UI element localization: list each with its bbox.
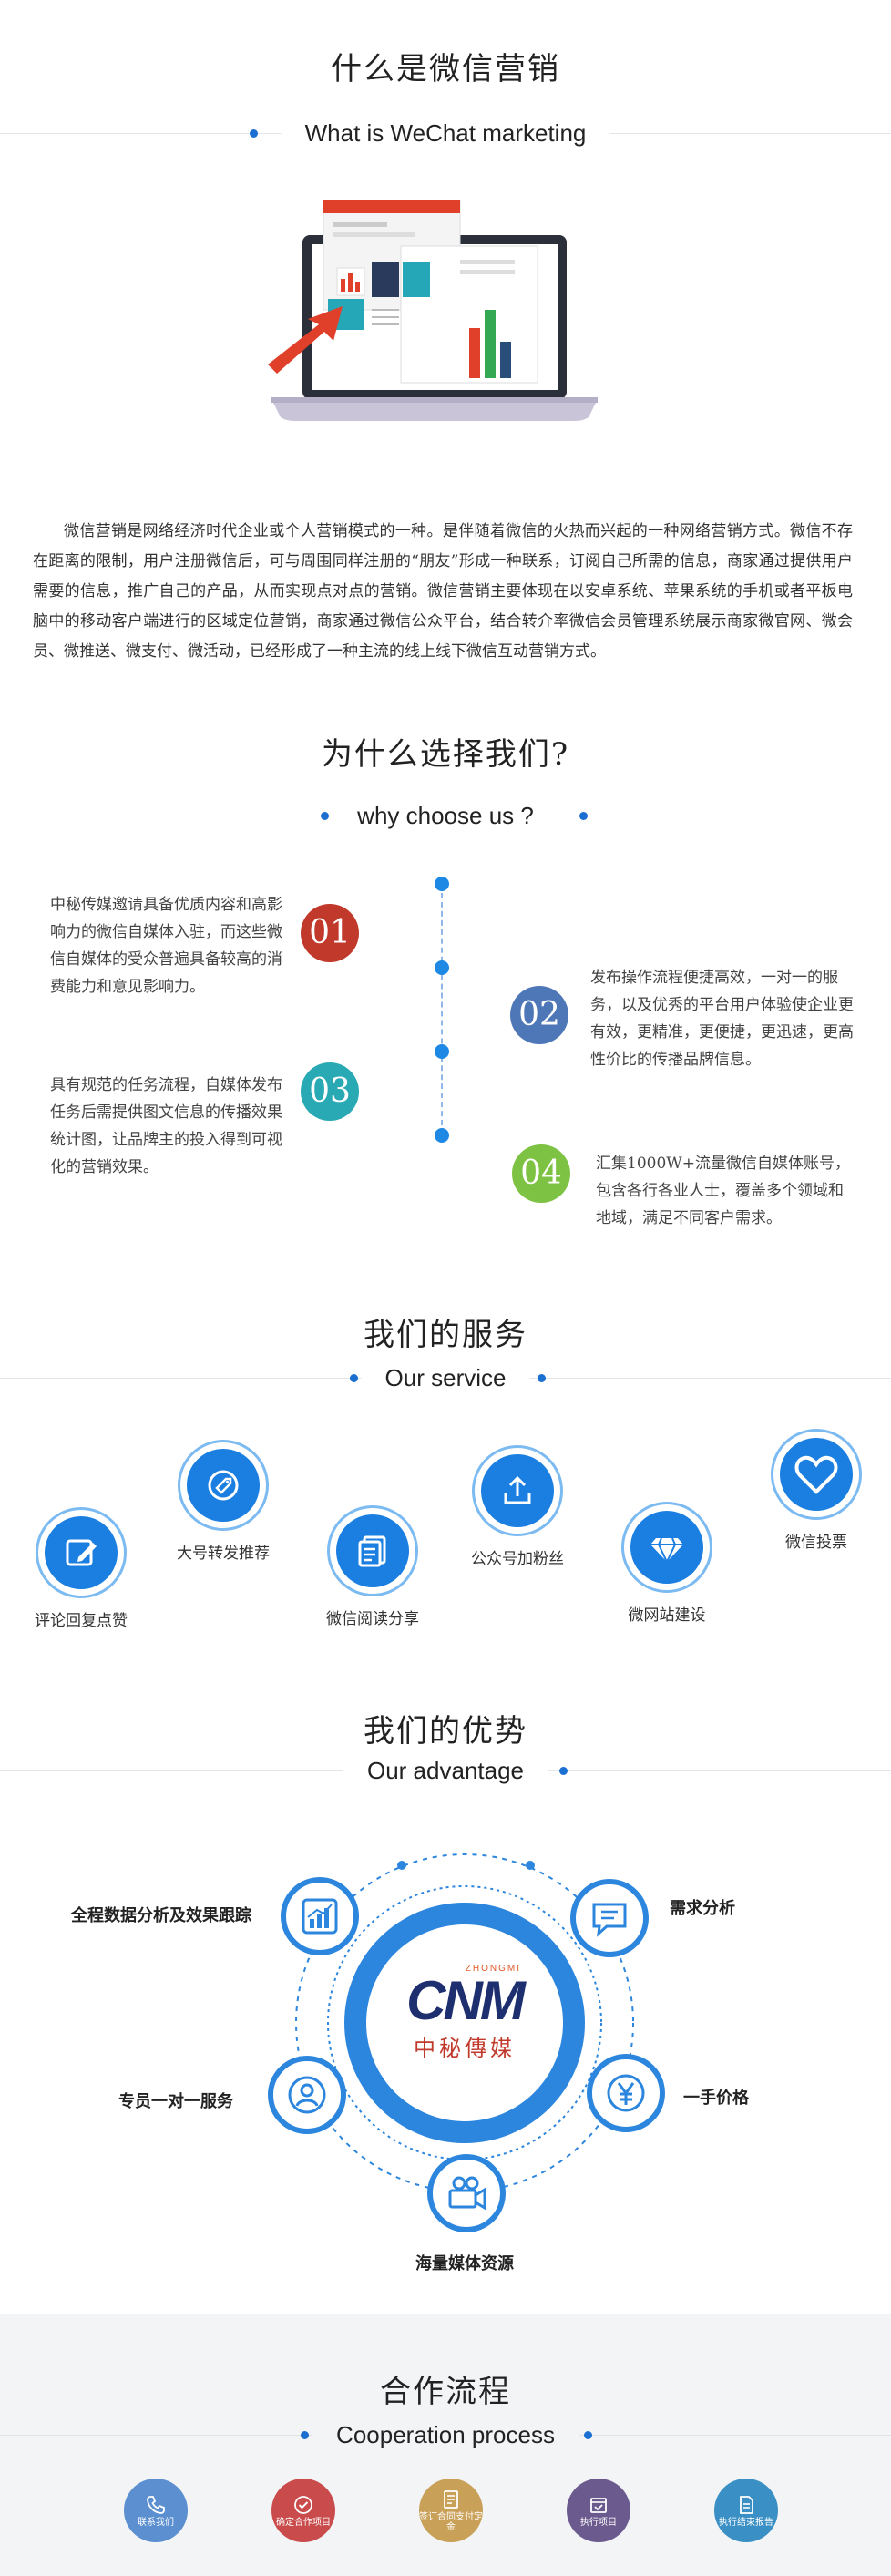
advantage-section-title: 我们的优势 bbox=[364, 1713, 527, 1750]
why-number-badge: 04 bbox=[512, 1144, 570, 1203]
upload-icon bbox=[504, 1475, 531, 1504]
cnm-logo: ZHONGMI CNM 中秘傳媒 bbox=[406, 1964, 526, 2061]
contract-icon bbox=[444, 2490, 458, 2509]
advantage-icon bbox=[570, 1879, 649, 1957]
advantage-icon bbox=[427, 2154, 506, 2232]
chart-icon bbox=[302, 1898, 338, 1935]
timeline-dot bbox=[435, 1044, 449, 1059]
cooperation-step: 联系我们 bbox=[124, 2479, 188, 2542]
tag-icon bbox=[208, 1470, 239, 1501]
why-number-badge: 03 bbox=[301, 1062, 359, 1121]
calendar-icon bbox=[590, 2497, 607, 2513]
video-camera-icon bbox=[448, 2176, 486, 2211]
cooperation-step: 执行项目 bbox=[567, 2479, 630, 2542]
advantage-icon bbox=[587, 2054, 665, 2132]
service-item[interactable]: 微信阅读分享 bbox=[313, 1505, 432, 1628]
service-section-title: 我们的服务 bbox=[364, 1317, 527, 1353]
advantage-diagram bbox=[273, 1850, 656, 2232]
user-icon bbox=[288, 2076, 326, 2114]
diamond-icon bbox=[650, 1537, 683, 1565]
service-label: 微信投票 bbox=[785, 1534, 847, 1552]
advantage-label: 一手价格 bbox=[683, 2089, 749, 2108]
service-item[interactable]: 微网站建设 bbox=[608, 1502, 726, 1625]
chat-icon bbox=[592, 1903, 627, 1937]
advantage-label: 海量媒体资源 bbox=[415, 2254, 514, 2273]
document-icon bbox=[358, 1535, 386, 1567]
heart-icon bbox=[794, 1455, 838, 1494]
wechat-description: 微信营销是网络经济时代企业或个人营销模式的一种。是伴随着微信的火热而兴起的一种网… bbox=[33, 522, 853, 661]
why-number-badge: 01 bbox=[301, 904, 359, 962]
yen-icon bbox=[607, 2074, 645, 2112]
wechat-section-subtitle: What is WeChat marketing bbox=[0, 119, 891, 147]
service-item[interactable]: 微信投票 bbox=[757, 1429, 876, 1552]
service-section-subtitle: Our service bbox=[0, 1364, 891, 1391]
why-section-title: 为什么选择我们? bbox=[321, 736, 570, 773]
why-item-text: 中秘传媒邀请具备优质内容和高影响力的微信自媒体入驻，而这些微信自媒体的受众普遍具… bbox=[50, 896, 282, 996]
cooperation-step: 签订合同支付定金 bbox=[419, 2479, 483, 2542]
why-number-badge: 02 bbox=[510, 986, 568, 1044]
service-label: 微信阅读分享 bbox=[326, 1610, 419, 1628]
why-item-text: 具有规范的任务流程，自媒体发布任务后需提供图文信息的传播效果统计图，让品牌主的投… bbox=[50, 1076, 282, 1176]
laptop-illustration bbox=[264, 191, 610, 437]
advantage-label: 专员一对一服务 bbox=[118, 2092, 233, 2111]
edit-icon bbox=[66, 1539, 97, 1566]
timeline-dot bbox=[435, 960, 449, 975]
service-item[interactable]: 公众号加粉丝 bbox=[458, 1445, 577, 1568]
why-section-subtitle: why choose us ? bbox=[0, 802, 891, 829]
why-item-text: 发布操作流程便捷高效，一对一的服务，以及优秀的平台用户体验使企业更有效，更精准，… bbox=[590, 969, 854, 1069]
cooperation-section-subtitle: Cooperation process bbox=[0, 2421, 891, 2448]
service-label: 微网站建设 bbox=[628, 1606, 706, 1625]
cooperation-section-title: 合作流程 bbox=[380, 2374, 511, 2410]
phone-icon bbox=[147, 2495, 165, 2514]
service-label: 大号转发推荐 bbox=[177, 1545, 270, 1563]
cooperation-step: 执行结束报告 bbox=[714, 2479, 778, 2542]
timeline-line bbox=[441, 884, 443, 1134]
advantage-section-subtitle: Our advantage bbox=[0, 1757, 891, 1784]
check-icon bbox=[294, 2495, 312, 2514]
service-item[interactable]: 大号转发推荐 bbox=[164, 1440, 282, 1563]
advantage-label: 全程数据分析及效果跟踪 bbox=[71, 1906, 251, 1925]
service-label: 评论回复点赞 bbox=[35, 1612, 128, 1630]
wechat-section-title: 什么是微信营销 bbox=[331, 51, 560, 87]
timeline-dot bbox=[435, 1128, 449, 1143]
advantage-icon bbox=[281, 1877, 359, 1955]
advantage-label: 需求分析 bbox=[670, 1899, 735, 1918]
advantage-icon bbox=[268, 2056, 346, 2134]
service-label: 公众号加粉丝 bbox=[471, 1550, 564, 1568]
why-item-text: 汇集1000W+流量微信自媒体账号，包含各行各业人士，覆盖多个领域和地域，满足不… bbox=[596, 1155, 850, 1227]
timeline-dot bbox=[435, 877, 449, 891]
cooperation-step: 确定合作项目 bbox=[271, 2479, 335, 2542]
service-item[interactable]: 评论回复点赞 bbox=[22, 1507, 140, 1630]
report-icon bbox=[740, 2495, 753, 2514]
